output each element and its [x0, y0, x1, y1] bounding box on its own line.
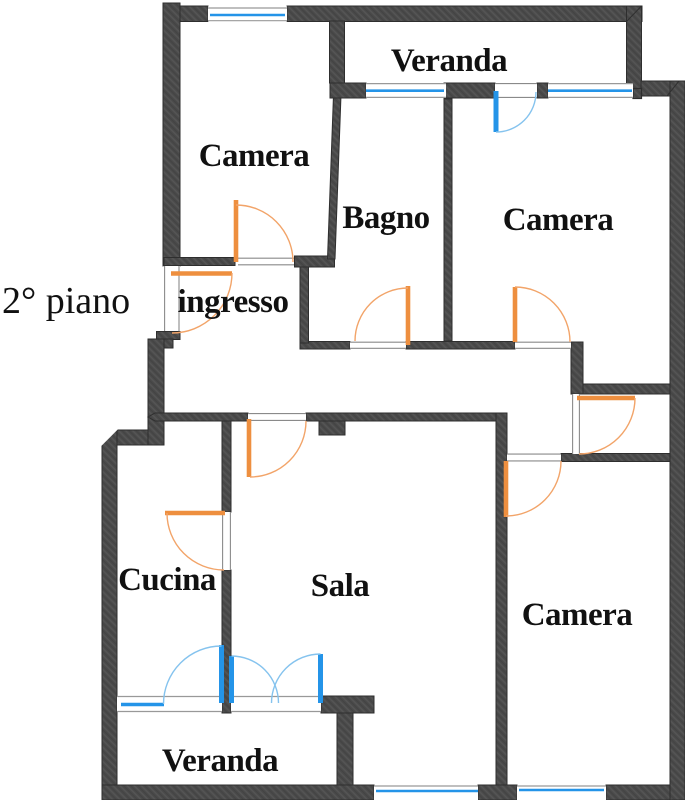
svg-text:Camera: Camera [199, 138, 310, 174]
svg-text:Veranda: Veranda [391, 43, 507, 79]
svg-text:Veranda: Veranda [162, 743, 278, 779]
svg-text:Camera: Camera [503, 202, 614, 238]
svg-text:Cucina: Cucina [118, 562, 216, 598]
svg-text:ingresso: ingresso [178, 284, 289, 320]
svg-text:Sala: Sala [311, 568, 370, 604]
svg-text:2° piano: 2° piano [2, 280, 130, 322]
svg-text:Bagno: Bagno [342, 200, 429, 236]
svg-text:Camera: Camera [522, 597, 633, 633]
